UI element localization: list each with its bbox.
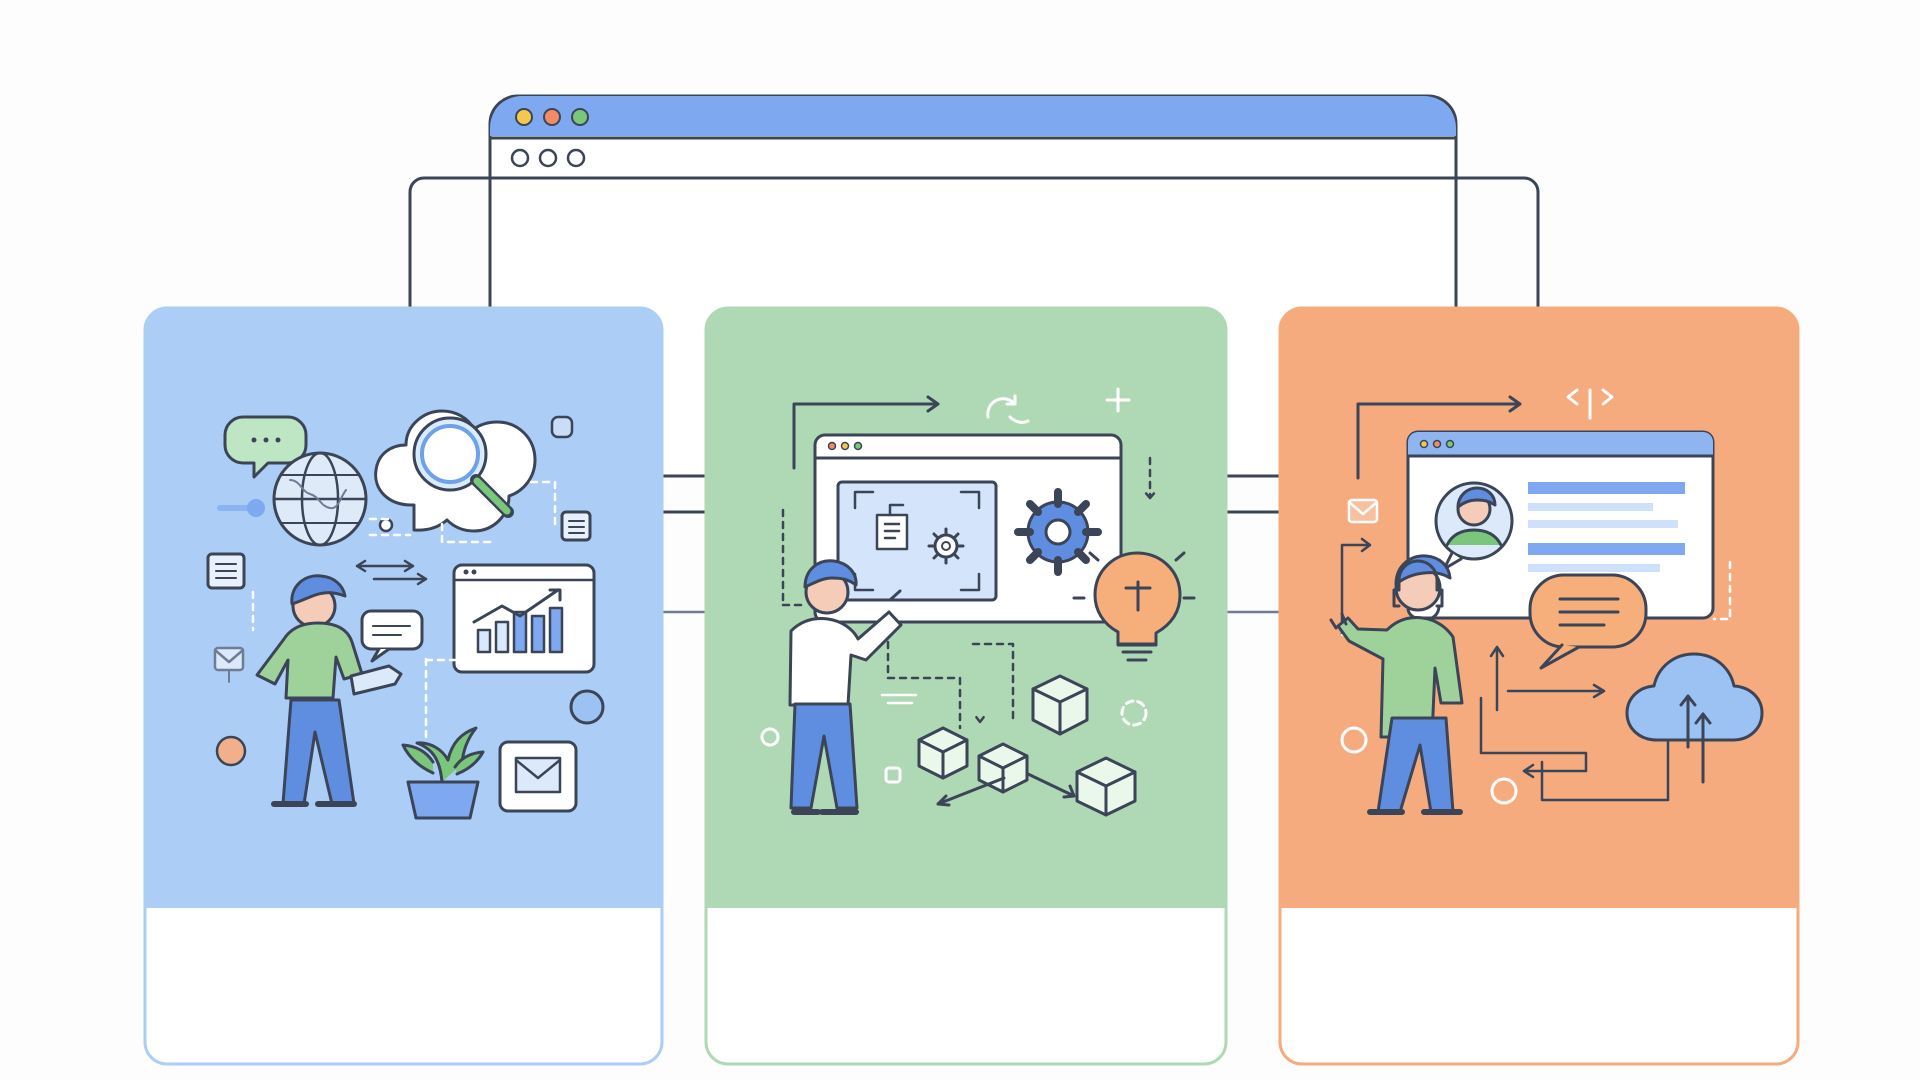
cloud-icon [1625, 652, 1764, 784]
code-icon [1566, 388, 1614, 420]
gear-icon [1014, 488, 1102, 576]
cube-icon [917, 674, 1137, 817]
design-top-arrow [792, 395, 940, 470]
lightbulb-icon [1072, 551, 1196, 662]
traffic-light-1-icon [515, 108, 533, 126]
browser-window-icon [813, 433, 1123, 624]
support-illustration [1329, 388, 1764, 815]
traffic-light-2-icon [543, 108, 561, 126]
research-connections [251, 480, 557, 745]
support-circle-2-icon [1490, 777, 1518, 805]
speech-bubble-small-icon [360, 609, 424, 663]
design-illustration [760, 387, 1196, 817]
magnifier-icon [374, 409, 537, 533]
small-gear-icon [927, 527, 965, 565]
design-refresh-icon [986, 394, 1030, 424]
chat-bubble-icon [223, 415, 308, 479]
support-top-arrow [1356, 395, 1522, 480]
profile-icon [1434, 481, 1514, 571]
mail-icon [213, 646, 245, 683]
support-circle-1-icon [1340, 726, 1368, 754]
plant-icon [401, 726, 485, 820]
orange-dot-icon [215, 735, 247, 767]
document-small-icon [560, 510, 592, 542]
cube-arrows [936, 772, 1076, 807]
blue-dot-icon [569, 689, 605, 725]
speech-bubble-icon [1528, 573, 1648, 670]
design-small-circle-icon [760, 727, 780, 747]
exchange-arrows [355, 559, 428, 586]
window-control-1-icon [510, 148, 530, 168]
design-circle-icon [1120, 699, 1148, 727]
person-icon [255, 574, 403, 807]
design-small-square-icon [884, 766, 902, 784]
plus-icon [1105, 387, 1131, 413]
envelope-icon [498, 740, 578, 813]
window-control-3-icon [566, 148, 586, 168]
traffic-light-3-icon [571, 108, 589, 126]
headset-person-icon [1329, 554, 1464, 815]
card-design [704, 306, 1228, 1066]
card-research [143, 306, 664, 1066]
globe-icon [217, 451, 368, 547]
support-mail-icon [1347, 498, 1379, 524]
chart-icon [452, 563, 596, 674]
small-square-icon [550, 415, 574, 439]
design-dashed-lines [781, 456, 1158, 730]
designer-person-icon [788, 559, 903, 815]
design-white-lines [880, 693, 918, 705]
headset-icon [1392, 559, 1444, 622]
research-illustration [206, 409, 605, 820]
window-control-2-icon [538, 148, 558, 168]
document-icon [206, 552, 246, 590]
